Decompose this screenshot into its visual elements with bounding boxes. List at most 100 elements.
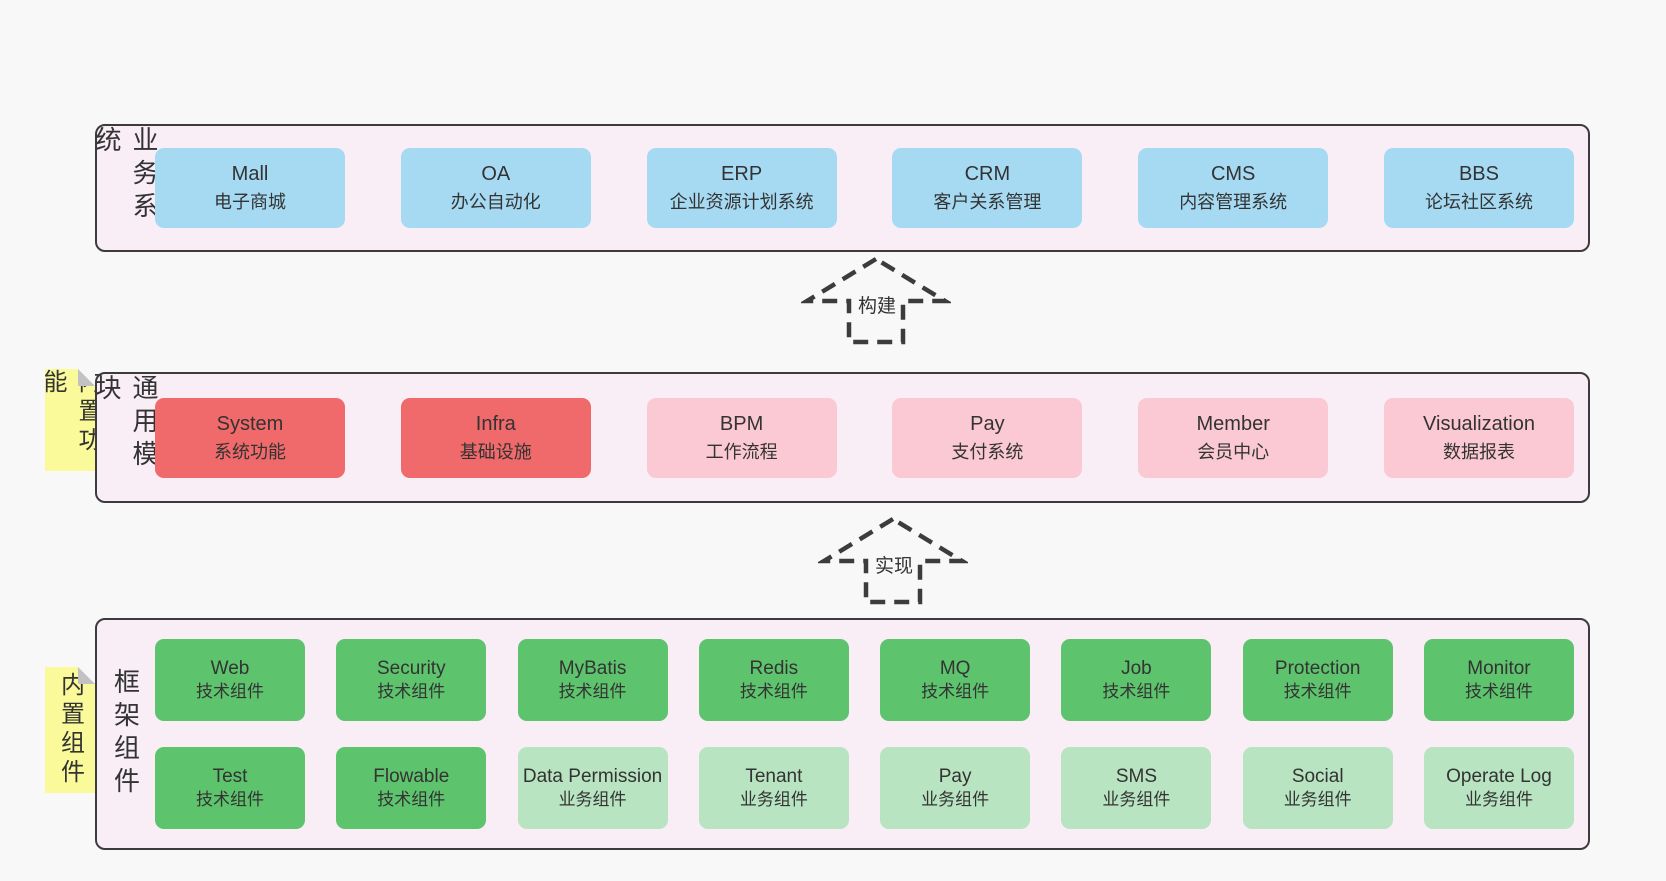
module-desc: 技术组件 [739,682,808,702]
sticky-note-text: 内置组件 [56,672,84,788]
module-name: Mall [231,163,269,186]
module-name: Pay [938,765,972,787]
module-desc: 工作流程 [705,441,778,462]
module-name: Test [212,765,248,787]
module-desc: 业务组件 [1283,790,1352,810]
band-business-label: 业务系统 [92,126,159,225]
module-box-erp: ERP 企业资源计划系统 [646,148,837,228]
module-desc: 支付系统 [951,441,1024,462]
module-desc: 客户关系管理 [933,192,1042,213]
module-box-infra: Infra 基础设施 [400,397,591,478]
module-desc: 电子商城 [214,192,286,213]
module-name: Security [376,657,446,679]
module-box-member: Member 会员中心 [1138,397,1329,478]
module-box-tenant: Tenant 业务组件 [698,747,849,829]
module-desc: 业务组件 [921,790,990,810]
module-name: CMS [1210,163,1256,186]
module-desc: 内容管理系统 [1179,192,1288,213]
module-desc: 技术组件 [377,682,446,702]
module-box-pay: Pay 支付系统 [892,397,1083,478]
module-name: Protection [1274,657,1361,679]
module-box-monitor: Monitor 技术组件 [1423,639,1574,721]
module-desc: 基础设施 [459,441,532,462]
implement-arrow-label: 实现 [871,550,917,579]
module-desc: 业务组件 [739,790,808,810]
band-label-column: 业务系统 [92,126,159,250]
module-box-protection: Protection 技术组件 [1242,639,1393,721]
module-name: Infra [475,412,516,435]
module-desc: 技术组件 [921,682,990,702]
module-desc: 企业资源计划系统 [669,192,814,213]
module-box-test: Test 技术组件 [155,747,305,829]
module-desc: 系统功能 [214,441,286,462]
module-name: ERP [721,163,763,186]
sticky-note-built-in-components: 内置组件 [45,667,95,793]
module-box-mall: Mall 电子商城 [155,148,345,228]
band-framework-label: 框架组件 [110,668,141,800]
module-name: Tenant [745,765,803,787]
module-box-cms: CMS 内容管理系统 [1138,148,1329,228]
module-box-crm: CRM 客户关系管理 [892,148,1083,228]
module-name: BBS [1458,163,1499,186]
module-desc: 技术组件 [196,790,264,810]
module-name: MQ [939,657,971,679]
module-box-flowable: Flowable 技术组件 [336,747,487,829]
module-box-mq: MQ 技术组件 [880,639,1031,721]
module-desc: 技术组件 [558,682,627,702]
module-box-redis: Redis 技术组件 [698,639,849,721]
module-name: Social [1291,765,1344,787]
module-desc: 技术组件 [196,682,264,702]
band-common-label: 通用模块 [92,374,159,473]
module-desc: 技术组件 [1283,682,1352,702]
module-box-pay: Pay 业务组件 [880,747,1031,829]
module-name: Web [210,657,250,679]
module-desc: 业务组件 [1464,790,1533,810]
module-name: Job [1121,657,1152,679]
sticky-note-built-in-features: 内置功能 [39,369,101,471]
module-name: MyBatis [558,657,627,679]
module-name: Flowable [373,765,450,787]
module-name: Pay [970,412,1005,435]
module-desc: 业务组件 [558,790,627,810]
band-label-column: 通用模块 [92,374,159,501]
module-name: Data Permission [522,765,663,787]
module-box-sms: SMS 业务组件 [1061,747,1212,829]
module-name: Operate Log [1446,765,1552,787]
implement-arrow-icon [818,516,968,605]
module-name: Member [1196,412,1270,435]
module-box-system: System 系统功能 [155,397,345,478]
module-box-security: Security 技术组件 [336,639,487,721]
module-desc: 技术组件 [377,790,446,810]
module-name: CRM [964,163,1011,186]
module-name: SMS [1115,765,1157,787]
build-arrow-label: 构建 [854,290,900,319]
build-arrow-icon [801,256,951,345]
module-box-social: Social 业务组件 [1242,747,1393,829]
module-name: System [216,412,284,435]
module-box-operate-log: Operate Log 业务组件 [1423,747,1574,829]
module-box-mybatis: MyBatis 技术组件 [517,639,668,721]
module-desc: 数据报表 [1442,441,1515,462]
module-desc: 业务组件 [1102,790,1171,810]
module-name: Redis [749,657,799,679]
module-name: Monitor [1467,657,1531,679]
module-box-data-permission: Data Permission 业务组件 [517,747,668,829]
module-name: Visualization [1423,412,1535,435]
module-desc: 技术组件 [1464,682,1533,702]
module-desc: 会员中心 [1197,441,1270,462]
module-box-web: Web 技术组件 [155,639,305,721]
band-label-column: 框架组件 [97,620,155,848]
